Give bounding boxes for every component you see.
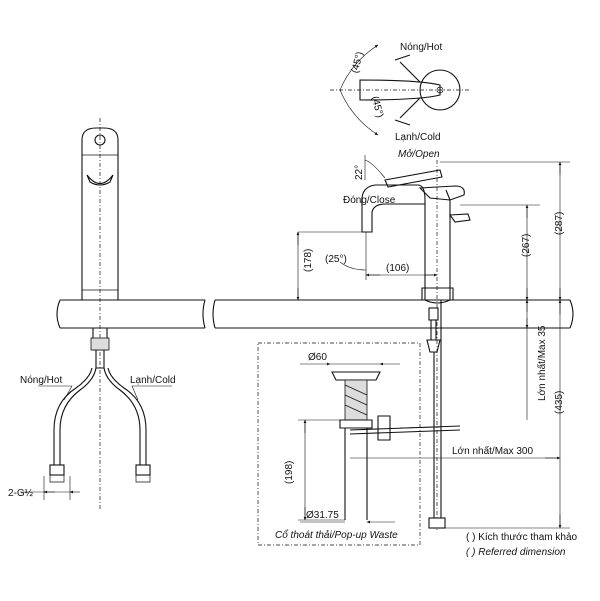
label-dim-267: (267) <box>521 234 532 257</box>
popup-waste-diagram <box>257 342 461 546</box>
label-d3175: Ø31.75 <box>306 510 339 521</box>
front-view-faucet <box>20 118 172 510</box>
text-labels: Nóng/Hot Lạnh/Cold (45°) (45°) 22° Mở/Op… <box>8 42 578 558</box>
label-cold-left: Lạnh/Cold <box>130 375 176 386</box>
label-angle-22: 22° <box>354 165 365 180</box>
label-angle-25: (25°) <box>325 254 347 265</box>
label-d60: Ø60 <box>308 352 327 363</box>
label-hot-top: Nóng/Hot <box>400 42 442 53</box>
side-dimensions <box>296 155 570 529</box>
handle-rotation-diagram <box>330 44 470 136</box>
label-max35: Lớn nhất/Max 35 <box>536 325 548 401</box>
label-ref-vi: ( ) Kích thước tham khảo <box>466 532 578 543</box>
label-dim-106: (106) <box>386 263 409 274</box>
countertop <box>56 299 574 329</box>
label-dim-178: (178) <box>303 249 314 272</box>
label-hot-left: Nóng/Hot <box>20 375 62 386</box>
label-close: Đóng/Close <box>343 195 396 206</box>
label-open: Mở/Open <box>398 148 440 160</box>
label-dim-435: (435) <box>554 391 565 414</box>
label-angle-45-b: (45°) <box>369 95 385 119</box>
label-max300: Lớn nhất/Max 300 <box>452 445 533 457</box>
label-popup-waste: Cổ thoát thải/Pop-up Waste <box>275 529 398 541</box>
side-view-faucet <box>361 160 471 530</box>
label-cold-top: Lạnh/Cold <box>395 132 441 143</box>
label-ref-en: ( ) Referred dimension <box>466 547 566 558</box>
label-dim-198: (198) <box>284 461 295 484</box>
label-dim-287: (287) <box>554 212 565 235</box>
label-thread: 2-G½ <box>8 488 34 499</box>
label-angle-45-a: (45°) <box>350 51 366 75</box>
